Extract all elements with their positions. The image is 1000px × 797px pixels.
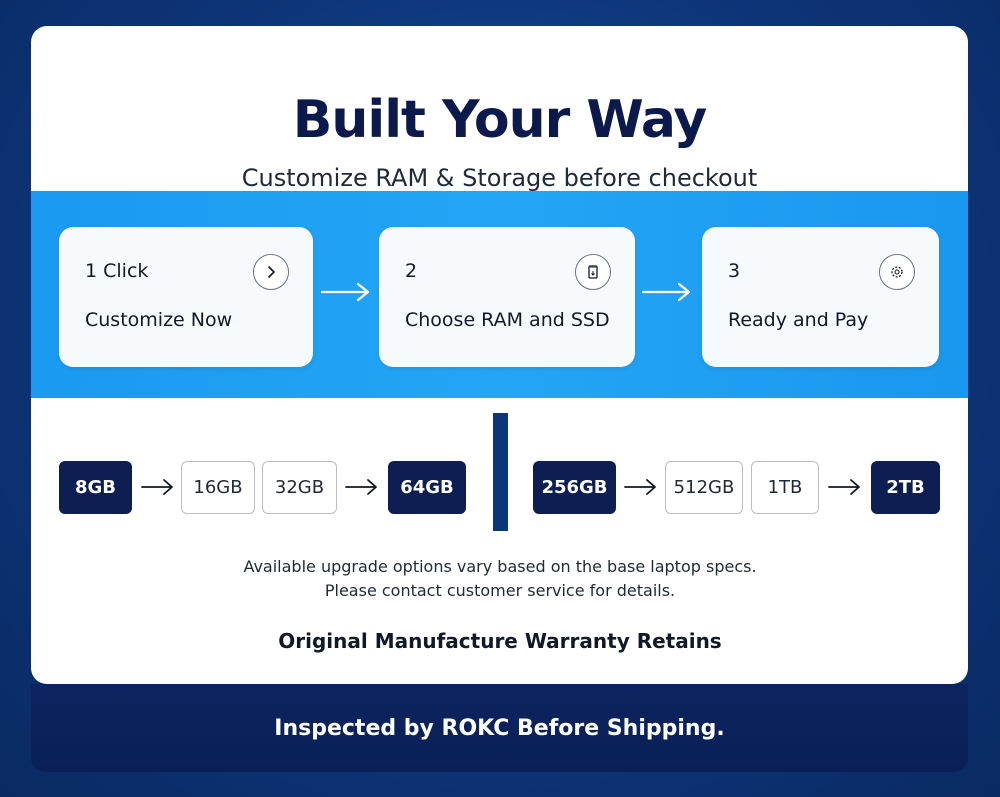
step-card-pay[interactable]: 3 Ready and Pay — [702, 227, 939, 367]
ram-chip-64gb[interactable]: 64GB — [388, 461, 466, 514]
arrow-right-icon — [624, 479, 656, 495]
ram-chip-32gb[interactable]: 32GB — [262, 461, 337, 514]
step-number: 3 — [728, 260, 741, 282]
footer-text: Inspected by ROKC Before Shipping. — [274, 715, 725, 741]
memory-card-icon — [575, 254, 611, 290]
step-number: 2 — [405, 260, 418, 282]
ram-chip-16gb[interactable]: 16GB — [181, 461, 255, 514]
chevron-right-icon[interactable] — [253, 254, 289, 290]
storage-chip-256gb[interactable]: 256GB — [533, 461, 616, 514]
arrow-right-icon — [828, 479, 860, 495]
ram-chip-8gb[interactable]: 8GB — [59, 461, 132, 514]
footer-bar: Inspected by ROKC Before Shipping. — [31, 684, 968, 772]
panel-divider — [493, 413, 508, 531]
step-label: Ready and Pay — [728, 309, 869, 331]
arrow-right-icon — [641, 282, 691, 302]
contact-note: Please contact customer service for deta… — [324, 581, 676, 600]
arrow-right-icon — [345, 479, 377, 495]
page-title: Built Your Way — [292, 90, 708, 150]
step-label: Customize Now — [85, 309, 233, 331]
arrow-right-icon — [141, 479, 173, 495]
step-number: 1 Click — [85, 260, 149, 282]
page-subtitle: Customize RAM & Storage before checkout — [241, 164, 758, 192]
upgrade-note: Available upgrade options vary based on … — [243, 557, 757, 576]
settings-badge-icon — [879, 254, 915, 290]
arrow-right-icon — [320, 282, 370, 302]
storage-chip-2tb[interactable]: 2TB — [871, 461, 940, 514]
storage-chip-1tb[interactable]: 1TB — [751, 461, 819, 514]
warranty-text: Original Manufacture Warranty Retains — [278, 629, 722, 653]
step-card-choose[interactable]: 2 Choose RAM and SSD — [379, 227, 635, 367]
step-label: Choose RAM and SSD — [405, 309, 610, 331]
step-card-customize[interactable]: 1 Click Customize Now — [59, 227, 313, 367]
storage-chip-512gb[interactable]: 512GB — [665, 461, 743, 514]
